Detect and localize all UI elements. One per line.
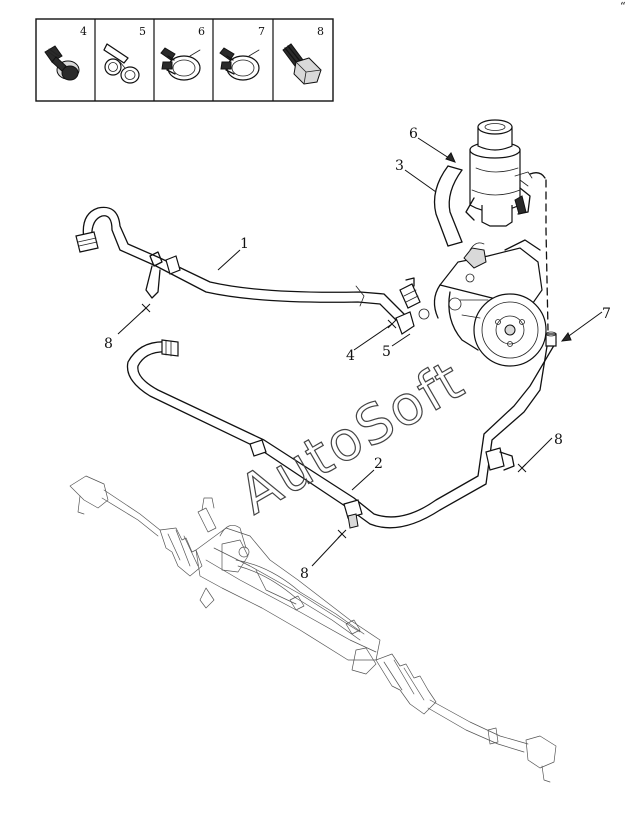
corner-mark: “ [620, 0, 626, 13]
callout-3: 3 [395, 158, 404, 174]
legend-cell-label-7: 7 [258, 25, 265, 38]
callout-2: 2 [374, 456, 383, 472]
fastener-legend-box: 4 5 6 7 8 [35, 18, 334, 102]
legend-cell-label-5: 5 [139, 25, 146, 38]
callout-5: 5 [382, 344, 391, 360]
reservoir [465, 119, 546, 227]
callout-1: 1 [240, 236, 249, 252]
spring-clamp-icon [160, 47, 201, 81]
callout-8-lower: 8 [300, 566, 309, 582]
legend-cell-label-6: 6 [198, 25, 205, 38]
hose-3 [433, 165, 463, 247]
callout-leaders [117, 137, 603, 567]
callout-8-right: 8 [554, 432, 563, 448]
flange-bolt-icon [282, 43, 322, 85]
legend-cell-label-8: 8 [317, 25, 324, 38]
hose-1 [75, 206, 430, 335]
callout-4: 4 [346, 348, 355, 364]
hose-clip-icon [103, 43, 140, 84]
callout-7: 7 [602, 306, 611, 322]
hose-2 [126, 331, 557, 529]
steering-rack [69, 475, 557, 783]
callout-6: 6 [409, 126, 418, 142]
watermark: AutoSoft [229, 348, 475, 527]
dashed-return-line [545, 179, 549, 331]
bolt-with-washer-icon [44, 45, 80, 81]
legend-cell-label-4: 4 [80, 25, 87, 38]
callout-8-upper-left: 8 [104, 336, 113, 352]
power-steering-pump [433, 239, 547, 367]
spring-clamp-icon [219, 47, 260, 81]
